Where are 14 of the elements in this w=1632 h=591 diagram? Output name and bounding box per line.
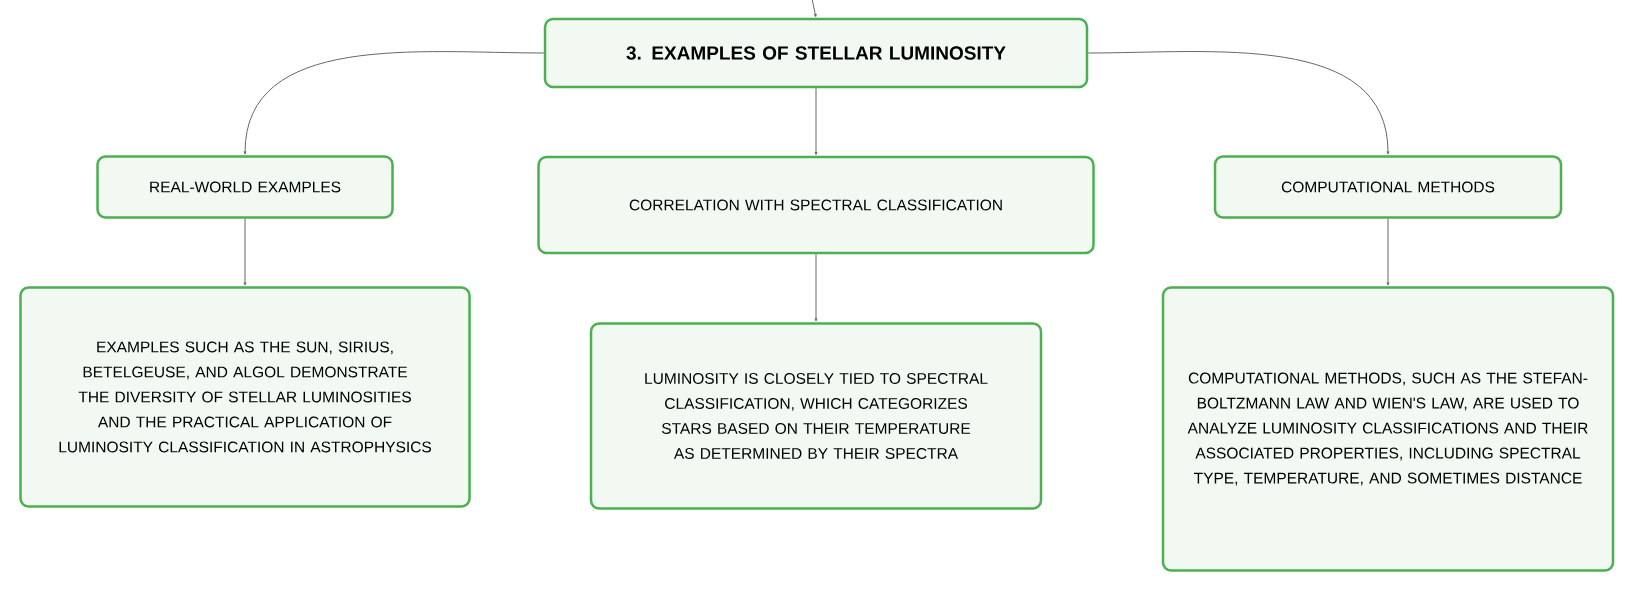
arrow: [814, 87, 818, 156]
arrow: [243, 218, 247, 286]
text-box: EXAMPLES SUCH AS THE SUN, SIRIUS, BETELGEUSE, AND ALGOL DEMONSTRATE THE DIVERSITY OF STELLAR LUMINOSITIES AND THE PRACTICAL APPLICATION OF LUMINOSITY CLASSIFICATION IN ASTROPHYSICS: [19, 286, 471, 508]
topic-box: 3. EXAMPLES OF STELLAR LUMINOSITY: [543, 17, 1089, 89]
arrow: [814, 253, 818, 322]
text-box: CORRELATION WITH SPECTRAL CLASSIFICATION: [537, 155, 1095, 255]
arrow: [243, 51, 545, 155]
text-box: COMPUTATIONAL METHODS, SUCH AS THE STEFAN-BOLTZMANN LAW AND WIEN'S LAW, ARE USED TO ANALYZE LUMINOSITY CLASSIFICATIONS AND THEIR ASSOCIATED PROPERTIES, INCLUDING SPECTRAL TYPE, TEMPERATURE, AND SOMETIMES DISTANCE: [1161, 286, 1615, 572]
arrow: [1386, 218, 1390, 286]
text-box: REAL-WORLD EXAMPLES: [96, 155, 394, 219]
text-box: LUMINOSITY IS CLOSELY TIED TO SPECTRAL CLASSIFICATION, WHICH CATEGORIZES STARS BASED ON THEIR TEMPERATURE AS DETERMINED BY THEIR SPECTRA: [589, 322, 1043, 510]
arrow: [1087, 51, 1390, 155]
arrow: [811, 0, 817, 18]
text-box: COMPUTATIONAL METHODS: [1213, 155, 1563, 219]
